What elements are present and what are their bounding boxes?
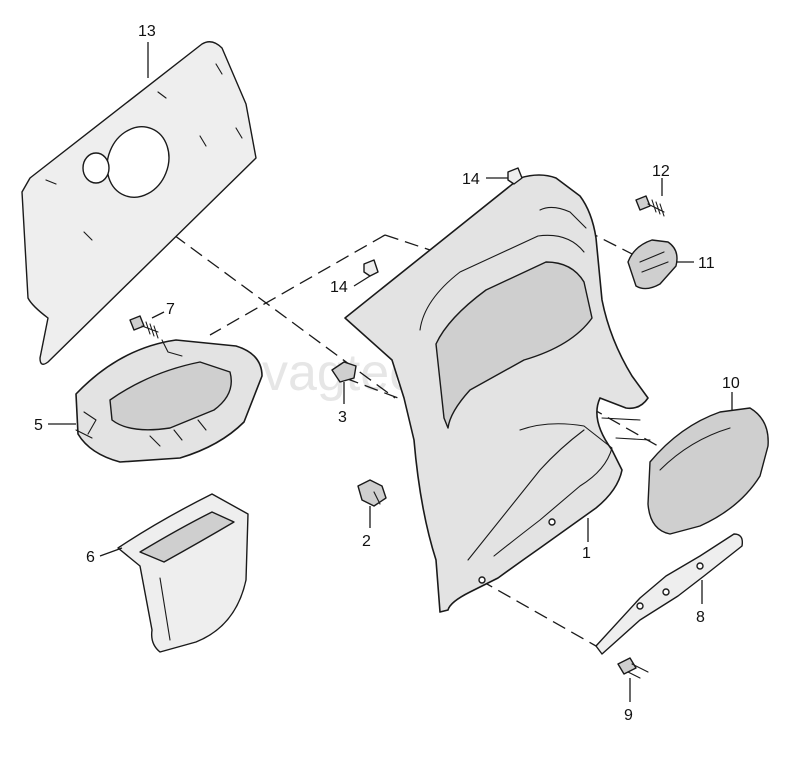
part-1-side-trim-panel	[344, 174, 651, 613]
callout-2: 2	[362, 533, 371, 550]
part-8-bracket-strip	[595, 533, 744, 655]
part-6-storage-bin	[117, 493, 249, 653]
bracket-hole-1	[636, 602, 644, 610]
trim-clip-hole	[548, 518, 556, 526]
part-5-storage-housing	[75, 339, 263, 463]
callout-11: 11	[698, 255, 715, 272]
callout-labels: 13 14 12 11 14 7 10 3 5 2 1 6 8 9	[34, 23, 740, 724]
callout-8: 8	[696, 609, 705, 626]
callout-6: 6	[86, 549, 95, 566]
part-13-insulation-panel	[21, 41, 257, 365]
callout-9: 9	[624, 707, 633, 724]
trim-window-opening	[435, 261, 593, 429]
callout-14-upper: 14	[462, 171, 480, 188]
callout-13: 13	[138, 23, 156, 40]
bracket-hole-2	[662, 588, 670, 596]
part-14-clip-lower	[363, 259, 379, 277]
part-9-push-rivet	[617, 657, 649, 679]
panel-small-opening	[82, 152, 110, 184]
bracket-hole-3	[696, 562, 704, 570]
part-7-screw	[129, 315, 159, 339]
callout-14-lower: 14	[330, 279, 348, 296]
part-3-clip	[331, 361, 357, 383]
callout-7: 7	[166, 301, 175, 318]
trim-mount-hole	[478, 576, 486, 584]
part-2-expanding-rivet	[357, 479, 387, 507]
callout-10: 10	[722, 375, 740, 392]
callout-5: 5	[34, 417, 43, 434]
callout-1: 1	[582, 545, 591, 562]
part-12-screw	[635, 195, 665, 217]
part-11-cover-cap	[627, 239, 678, 290]
callout-3: 3	[338, 409, 347, 426]
leader-lines	[48, 42, 733, 702]
part-14-clip-upper	[507, 167, 523, 185]
part-10-padded-cover	[647, 407, 769, 535]
callout-12: 12	[652, 163, 670, 180]
panel-large-opening	[106, 126, 170, 198]
